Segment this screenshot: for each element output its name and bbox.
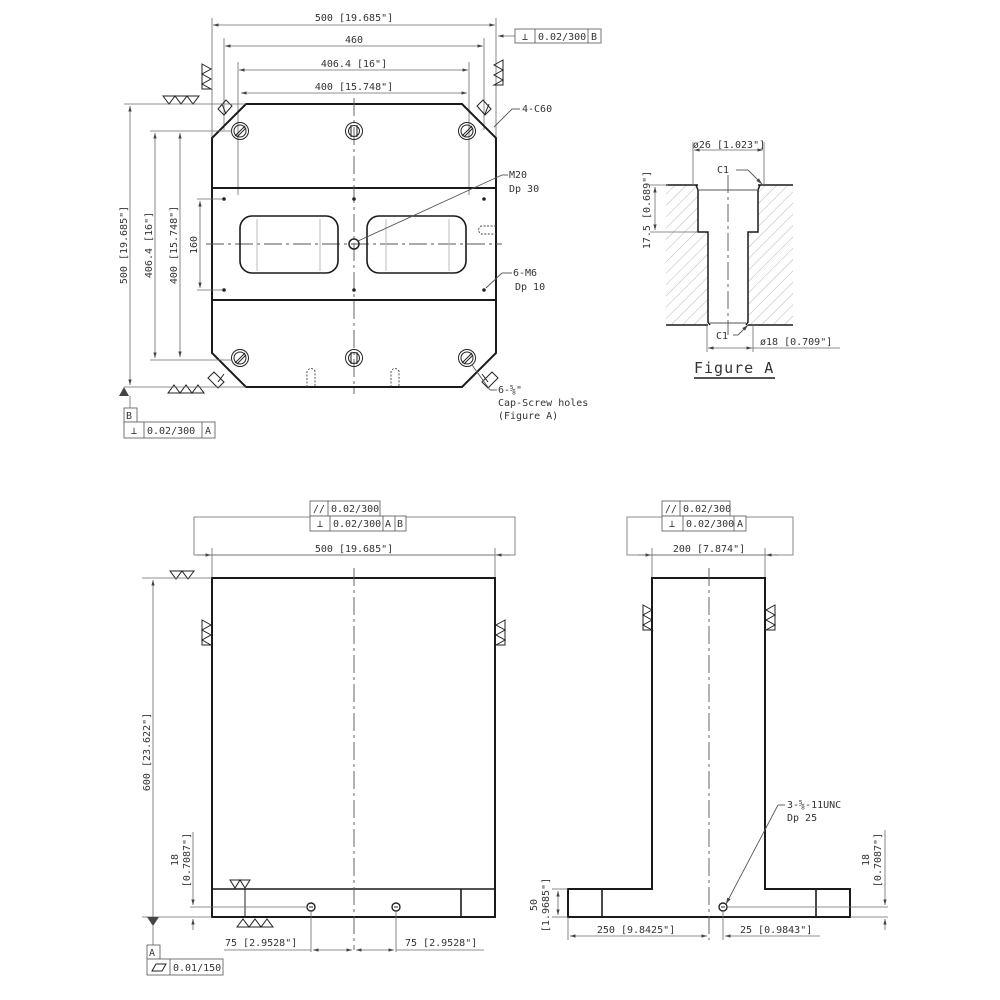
thread-depth: Dp 25 [787, 813, 817, 824]
fcf-tolerance: 0.02/300 [147, 426, 195, 437]
side-view: // 0.02/300 ⊥ 0.02/300 A 200 [7.874"] 3-… [529, 500, 888, 940]
perpendicularity-symbol: ⊥ [317, 519, 323, 530]
dim-figure-a-bottom-diameter: ø18 [0.709"] [760, 337, 832, 348]
dim-base-height-value: 50 [529, 899, 540, 911]
m20-depth: Dp 30 [509, 184, 539, 195]
dim-figure-a-top-diameter: ø26 [1.023"] [693, 140, 765, 151]
dim-hole-height-inch: [0.7087"] [182, 833, 193, 887]
dim-base-height-inch: [1.9685"] [541, 878, 552, 932]
base-plate-outline [211, 103, 497, 388]
surface-finish-icon [169, 570, 507, 928]
fcf-tolerance: 0.02/300 [538, 32, 586, 43]
perpendicularity-symbol: ⊥ [522, 32, 528, 43]
fcf-tolerance: 0.02/300 [686, 519, 734, 530]
front-view: // 0.02/300 ⊥ 0.02/300 A B 500 [19.685"] [142, 500, 516, 976]
fcf-tolerance: 0.02/300 [331, 504, 379, 515]
chamfer-callout: 4-C60 [522, 104, 552, 115]
fcf-datum-a: A [737, 519, 743, 530]
dim-height-400: 400 [15.748"] [169, 206, 180, 284]
chamfer-label-bottom: C1 [716, 331, 728, 342]
dim-side-hole-height-value: 18 [861, 854, 872, 866]
datum-a-label: A [149, 948, 155, 959]
dim-overall-width: 500 [19.685"] [315, 13, 393, 24]
chamfer-label-top: C1 [717, 165, 729, 176]
cap-screw-desc: Cap-Screw holes [498, 398, 588, 409]
dim-side-width: 200 [7.874"] [673, 544, 745, 555]
dim-height-160: 160 [189, 236, 200, 254]
fcf-datum-b: B [397, 519, 403, 530]
dim-width-406: 406.4 [16"] [321, 59, 387, 70]
cap-screw-callout: 6-⅝" [498, 384, 522, 396]
figure-a-title: Figure A [694, 359, 774, 377]
dim-overall-height: 500 [19.685"] [119, 206, 130, 284]
dim-figure-a-depth: 17.5 [0.689"] [642, 171, 653, 249]
m6-depth: Dp 10 [515, 282, 545, 293]
fcf-tolerance: 0.02/300 [683, 504, 731, 515]
perpendicularity-symbol: ⊥ [131, 426, 137, 437]
dim-side-hole-height-inch: [0.7087"] [873, 833, 884, 887]
cap-screw-ref: (Figure A) [498, 411, 558, 422]
dim-front-width: 500 [19.685"] [315, 544, 393, 555]
top-view: 500 [19.685"] 460 406.4 [16"] 400 [15.74… [119, 13, 602, 439]
dim-width-400: 400 [15.748"] [315, 82, 393, 93]
column-front-outline [211, 577, 496, 918]
dim-hole-left: 75 [2.9528"] [225, 938, 297, 949]
fcf-tolerance: 0.02/300 [333, 519, 381, 530]
dim-front-height: 600 [23.622"] [142, 713, 153, 791]
fcf-flatness-tolerance: 0.01/150 [173, 963, 221, 974]
surface-finish-icon [641, 604, 777, 631]
figure-a-section: ø26 [1.023"] C1 17.5 [0.689"] C1 ø18 [0.… [642, 140, 840, 379]
m6-callout: 6-M6 [513, 268, 537, 279]
parallelism-symbol: // [665, 504, 677, 515]
dim-base-half-length: 250 [9.8425"] [597, 925, 675, 936]
thread-callout: 3-⅝-11UNC [787, 799, 841, 811]
fcf-datum: B [591, 32, 597, 43]
perpendicularity-symbol: ⊥ [669, 519, 675, 530]
m20-callout: M20 [509, 170, 527, 181]
dim-height-406: 406.4 [16"] [144, 212, 155, 278]
dim-width-460: 460 [345, 35, 363, 46]
parallelism-symbol: // [313, 504, 325, 515]
fcf-datum: A [205, 426, 211, 437]
fcf-datum-a: A [385, 519, 391, 530]
datum-b-label: B [126, 411, 132, 422]
dim-hole-height-value: 18 [170, 854, 181, 866]
surface-finish-icon [162, 59, 505, 394]
dim-hole-offset: 25 [0.9843"] [740, 925, 812, 936]
dim-hole-right: 75 [2.9528"] [405, 938, 477, 949]
